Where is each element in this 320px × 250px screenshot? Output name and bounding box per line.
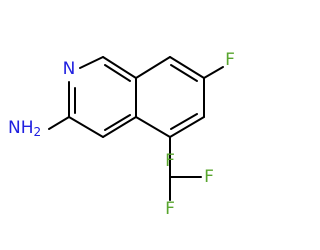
bond-c7-f [203,66,224,79]
molecule-canvas: N NH2 F F F F [8,50,235,219]
bond-c4-c4a-inner [104,114,131,131]
bond-c3-c4 [68,116,104,138]
bond-c8a-c1 [102,56,137,79]
amine-label: NH2 [8,118,41,139]
bonds [48,56,224,201]
cf3-fluorine-bottom-label: F [165,199,175,219]
ring-nitrogen-label: N [63,59,76,79]
bond-c8a-c1-inner [104,64,131,82]
atom-labels: N NH2 F F F F [8,50,235,219]
bond-c8-c7 [169,56,205,79]
amine-h-count: 2 [34,125,42,139]
structure-diagram: N NH2 F F F F [8,50,235,219]
cf3-fluorine-right-label: F [204,167,214,187]
amine-n-h-label: NH [8,118,34,138]
bond-c1-n2 [79,56,104,69]
bond-c6-c5 [169,116,205,138]
bond-c3-amine [48,116,70,130]
bond-c4-c4a [102,116,137,138]
bond-c8a-c8 [135,56,171,79]
bond-c5-c4a [135,116,171,138]
cf3-fluorine-top-label: F [165,151,175,171]
fluoro-label: F [225,50,235,70]
bond-c6-c5-inner [170,113,198,130]
bond-c8-c7-inner [170,64,198,82]
